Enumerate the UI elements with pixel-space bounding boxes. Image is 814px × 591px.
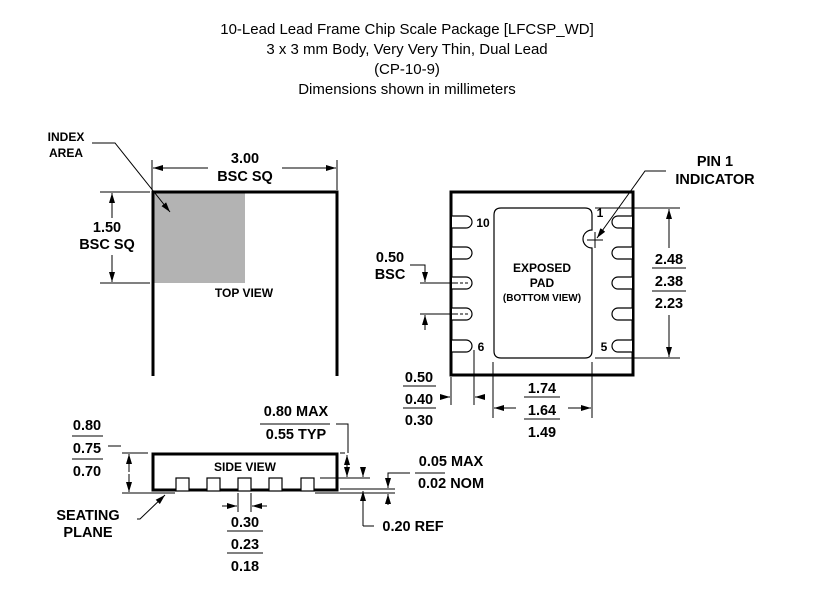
index-size-value: 1.50: [93, 220, 121, 236]
exposed-pad-label: EXPOSED: [513, 261, 571, 275]
bottom-view-label: (BOTTOM VIEW): [503, 293, 581, 304]
tolerance-dividers: [524, 396, 560, 420]
standoff-nom: 0.02 NOM: [418, 476, 484, 492]
index-size-note: BSC SQ: [79, 237, 135, 253]
body-size-value: 3.00: [231, 151, 259, 167]
thickness-typ: 0.55 TYP: [266, 427, 327, 443]
extension-lines: [320, 452, 370, 479]
extension-lines: [122, 452, 175, 494]
tolerance-dividers: [72, 435, 103, 460]
seating-plane-label: SEATING: [56, 508, 119, 524]
pin-number-10: 10: [476, 216, 490, 230]
extension-lines: [100, 191, 150, 284]
extension-lines: [237, 493, 252, 512]
extension-lines: [315, 488, 395, 494]
lead-width-max: 0.30: [231, 515, 259, 531]
bottom-view: 10 6 1 5 EXPOSED PAD (BOTTOM VIEW) PIN 1…: [375, 154, 755, 441]
lead-width-nom: 0.23: [231, 537, 259, 553]
standoff-max: 0.05 MAX: [419, 454, 484, 470]
lead-length-nom: 0.40: [405, 392, 433, 408]
extension-lines: [492, 362, 593, 418]
extension-lines: [151, 160, 338, 190]
top-view-label: TOP VIEW: [215, 286, 274, 300]
index-area-fill: [153, 193, 245, 283]
height-nom: 0.75: [73, 441, 101, 457]
pitch-note: BSC: [375, 267, 406, 283]
pitch-leader: [410, 264, 428, 282]
lead-thickness-ref: 0.20 REF: [382, 519, 443, 535]
pitch-value: 0.50: [376, 250, 404, 266]
drawing-title: 10-Lead Lead Frame Chip Scale Package [L…: [220, 21, 594, 98]
extension-lines: [420, 282, 458, 315]
tolerance-dividers: [652, 267, 686, 292]
title-line-2: 3 x 3 mm Body, Very Very Thin, Dual Lead: [266, 41, 547, 58]
pin1-crosshair: [587, 232, 603, 248]
side-view-label: SIDE VIEW: [214, 460, 277, 474]
right-leads: [611, 215, 632, 353]
pad-length-max: 2.48: [655, 252, 683, 268]
height-max: 0.80: [73, 418, 101, 434]
lead-width-min: 0.18: [231, 559, 259, 575]
left-leads: [452, 215, 473, 353]
seating-plane-label: PLANE: [63, 525, 112, 541]
standoff-leader: [385, 472, 410, 488]
exposed-pad: [493, 207, 593, 359]
pin1-indicator-label: INDICATOR: [675, 172, 755, 188]
pin-number-6: 6: [478, 340, 485, 354]
leader: [336, 423, 349, 453]
pin1-leader: [596, 170, 666, 239]
tolerance-dividers: [403, 385, 436, 409]
extension-lines: [595, 207, 680, 359]
lead-length-max: 0.50: [405, 370, 433, 386]
pad-length-min: 2.23: [655, 296, 683, 312]
title-line-1: 10-Lead Lead Frame Chip Scale Package [L…: [220, 21, 594, 38]
tolerance-dividers: [227, 530, 263, 554]
pin-number-1: 1: [597, 206, 604, 220]
pin-number-5: 5: [601, 340, 608, 354]
seating-plane-leader: [137, 494, 166, 520]
lead-length-min: 0.30: [405, 413, 433, 429]
side-view: SIDE VIEW 0.80 0.75 0.70 SEATING PLANE 0…: [56, 404, 484, 575]
index-area-label: INDEX: [48, 130, 85, 144]
thickness-max: 0.80 MAX: [264, 404, 329, 420]
pad-length-nom: 2.38: [655, 274, 683, 290]
body-size-note: BSC SQ: [217, 169, 273, 185]
pad-width-nom: 1.64: [528, 403, 556, 419]
top-view: TOP VIEW INDEX AREA 3.00 BSC SQ 1.50 BSC…: [48, 130, 370, 406]
exposed-pad-label: PAD: [530, 276, 555, 290]
index-area-label: AREA: [49, 146, 83, 160]
side-leads: [175, 477, 315, 492]
title-line-4: Dimensions shown in millimeters: [298, 81, 516, 98]
height-min: 0.70: [73, 464, 101, 480]
pad-width-max: 1.74: [528, 381, 556, 397]
extension-lines: [450, 350, 475, 405]
pad-width-min: 1.49: [528, 425, 556, 441]
title-line-3: (CP-10-9): [374, 61, 440, 78]
pin1-indicator-label: PIN 1: [697, 154, 733, 170]
